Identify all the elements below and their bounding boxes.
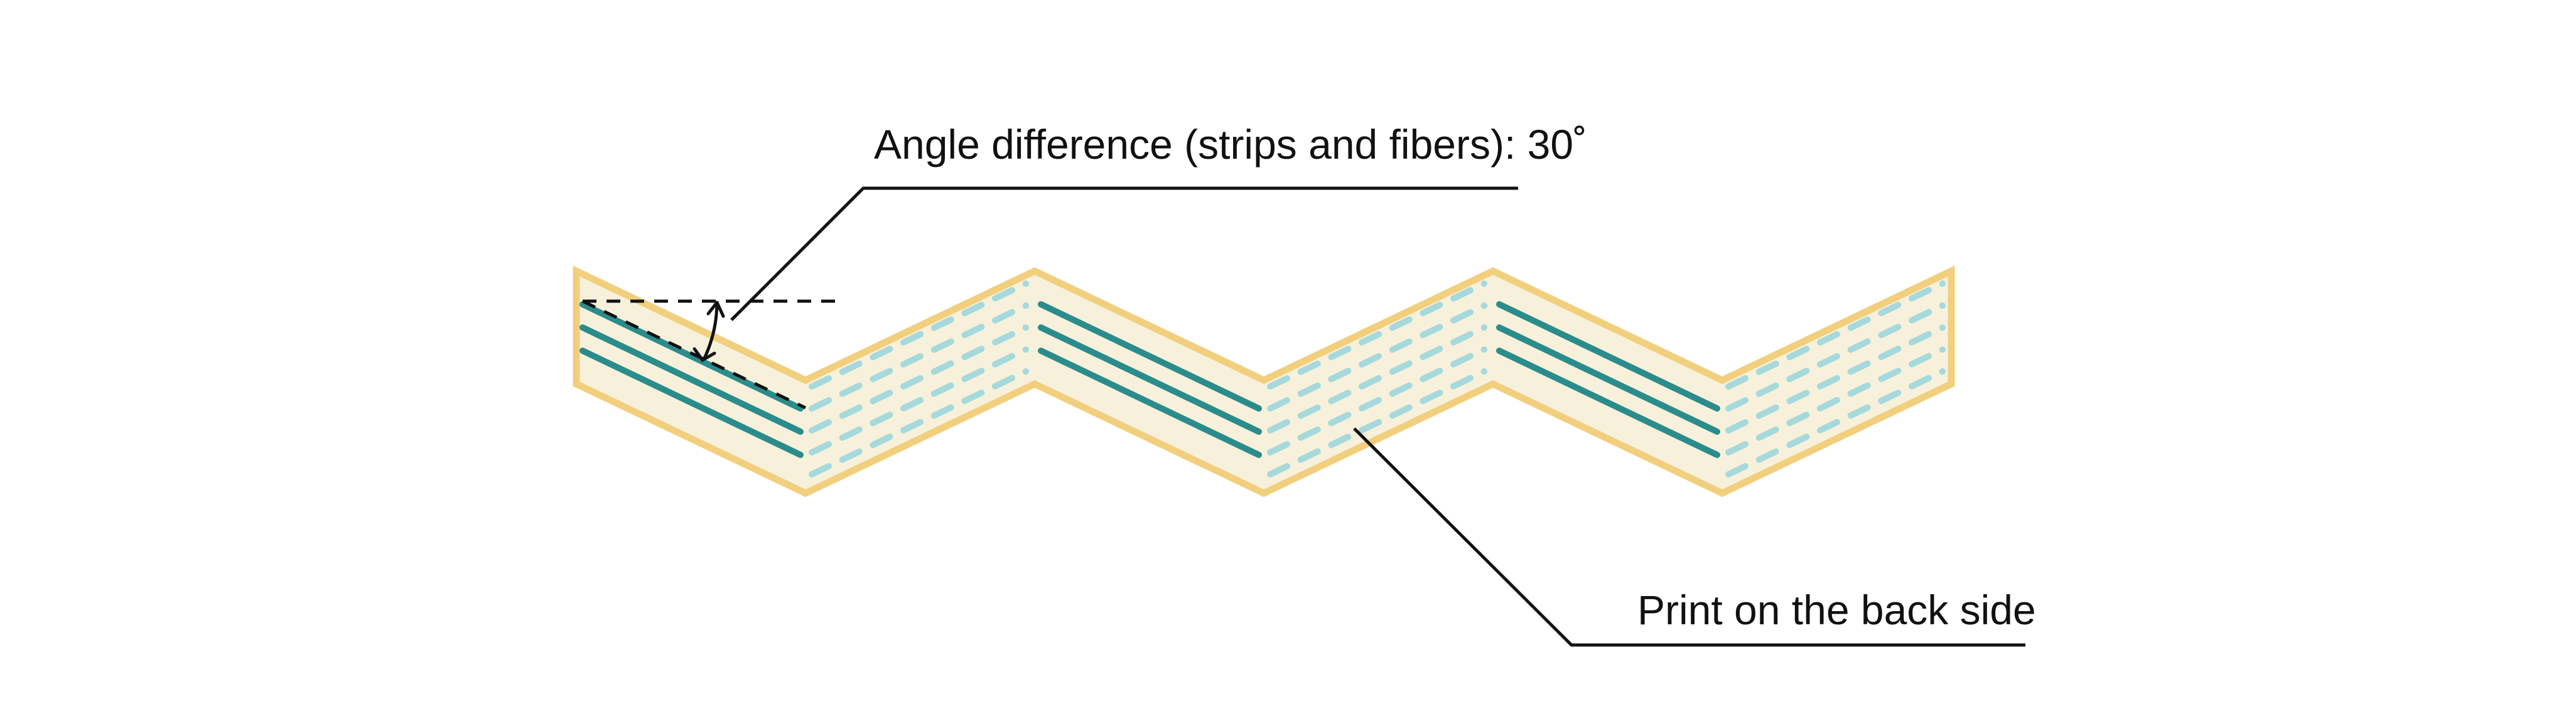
front-fiber-line <box>579 301 804 412</box>
back-fiber-line <box>809 280 1029 390</box>
fiber-direction-reference-line <box>581 299 807 410</box>
angle-difference-label: Angle difference (strips and fibers): 30… <box>874 121 1587 168</box>
fiber-lines <box>579 280 1946 477</box>
front-fiber-line <box>1496 348 1720 458</box>
front-fiber-line <box>1038 324 1262 435</box>
back-print-label: Print on the back side <box>1637 587 2036 633</box>
arc-arrowhead-top <box>706 301 725 318</box>
back-fiber-line <box>1267 346 1487 456</box>
zigzag-strip <box>573 265 1955 498</box>
back-fiber-line <box>1267 368 1487 477</box>
back-fiber-line <box>1267 302 1487 412</box>
back-fiber-line <box>809 346 1029 456</box>
back-fiber-line <box>1267 280 1487 390</box>
back-fiber-line <box>809 324 1029 434</box>
angle-indicator <box>581 299 835 410</box>
angle-arc <box>702 301 719 361</box>
back-fiber-line <box>1725 346 1946 456</box>
arc-arrowhead-bottom <box>693 347 716 362</box>
back-fiber-line <box>1267 324 1487 434</box>
back-fiber-line <box>809 368 1029 477</box>
front-fiber-line <box>1038 348 1262 458</box>
back-fiber-line <box>1725 302 1946 412</box>
back-fiber-line <box>1725 368 1946 477</box>
front-fiber-line <box>579 324 804 435</box>
back-fiber-line <box>1725 324 1946 434</box>
back-print-leader-line <box>1353 427 2025 647</box>
front-fiber-line <box>1496 324 1720 435</box>
front-fiber-line <box>579 348 804 458</box>
front-fiber-line <box>1038 301 1262 412</box>
back-fiber-line <box>1725 280 1946 390</box>
back-fiber-line <box>809 302 1029 412</box>
front-fiber-line <box>1496 301 1720 412</box>
angle-leader-line <box>730 186 1518 321</box>
